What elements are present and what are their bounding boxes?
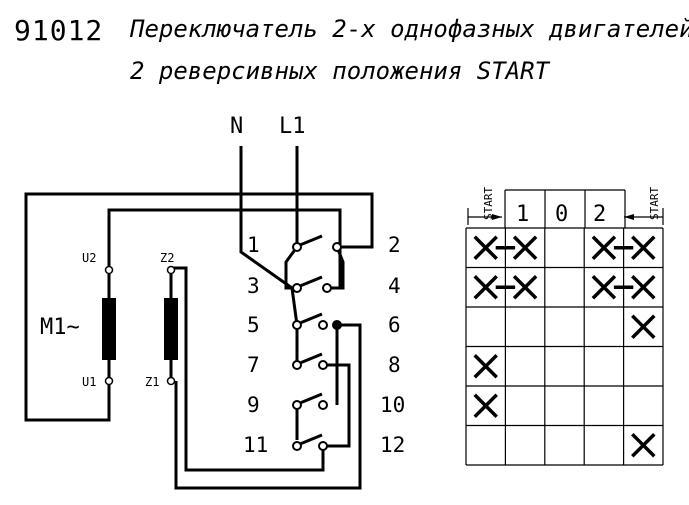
wire-loop-u1 (24, 192, 374, 422)
table-grid (465, 227, 664, 466)
switching-table: START START 1 0 2 (465, 187, 664, 466)
wire-loop-u2 (107, 208, 342, 290)
position-2: 2 (593, 202, 606, 227)
terminal-6: 6 (388, 313, 401, 337)
position-1: 1 (516, 202, 529, 227)
u1-label: U1 (82, 375, 96, 389)
contact-9-10 (292, 392, 328, 410)
contact-7-8 (292, 352, 328, 370)
bridge-2-4 (331, 246, 345, 290)
contact-closed-mark (591, 235, 617, 260)
terminal-3: 3 (247, 274, 260, 298)
contact-11-12 (292, 433, 328, 451)
contact-closed-mark (473, 235, 498, 260)
terminal-labels: 1 2 3 4 5 6 7 8 9 10 11 12 (243, 233, 405, 457)
motor-windings: M1~ U2 U1 Z2 Z1 (40, 251, 178, 389)
bridge-1-3 (284, 246, 299, 290)
table-marks (473, 235, 656, 458)
terminal-2: 2 (388, 233, 401, 257)
contact-closed-mark (631, 433, 656, 458)
supply-n-label: N (230, 114, 243, 139)
contact-closed-mark (631, 275, 656, 300)
start-right-label: START (648, 187, 661, 220)
contact-5-6 (292, 312, 342, 330)
contact-closed-mark (473, 393, 498, 418)
wire-n (239, 146, 293, 290)
contact-closed-mark (473, 275, 498, 300)
contact-closed-mark (631, 314, 656, 339)
terminal-5: 5 (247, 313, 260, 337)
title-line-1: Переключатель 2-х однофазных двигателей (129, 15, 689, 43)
start-left-label: START (482, 187, 495, 220)
supply-l1-label: L1 (279, 114, 306, 139)
contact-closed-mark (591, 275, 617, 300)
wire-z2 (170, 266, 325, 472)
bus-right (323, 325, 351, 448)
title-line-2: 2 реверсивных положения START (130, 57, 551, 85)
contact-closed-mark (473, 354, 498, 379)
product-code: 91012 (14, 14, 103, 47)
terminal-8: 8 (388, 353, 401, 377)
motor-label: M1~ (40, 315, 80, 340)
main-winding (102, 298, 116, 360)
z1-label: Z1 (145, 375, 159, 389)
terminal-12: 12 (380, 433, 405, 457)
aux-winding (164, 298, 178, 360)
contact-1-2 (292, 234, 342, 252)
contact-closed-mark (512, 235, 538, 260)
bridge-3-5 (290, 287, 299, 326)
u2-label: U2 (82, 251, 96, 265)
terminal-1: 1 (247, 233, 260, 257)
wire-z1 (174, 323, 362, 490)
terminal-4: 4 (388, 274, 401, 298)
terminal-9: 9 (247, 393, 260, 417)
contact-3-4 (292, 275, 332, 293)
contact-closed-mark (631, 235, 656, 260)
z2-label: Z2 (160, 251, 174, 265)
switch-contacts (292, 234, 342, 451)
terminal-10: 10 (380, 393, 405, 417)
terminal-7: 7 (247, 353, 260, 377)
wiring (24, 146, 374, 490)
terminal-11: 11 (243, 433, 268, 457)
position-0: 0 (555, 202, 568, 227)
contact-closed-mark (512, 275, 538, 300)
